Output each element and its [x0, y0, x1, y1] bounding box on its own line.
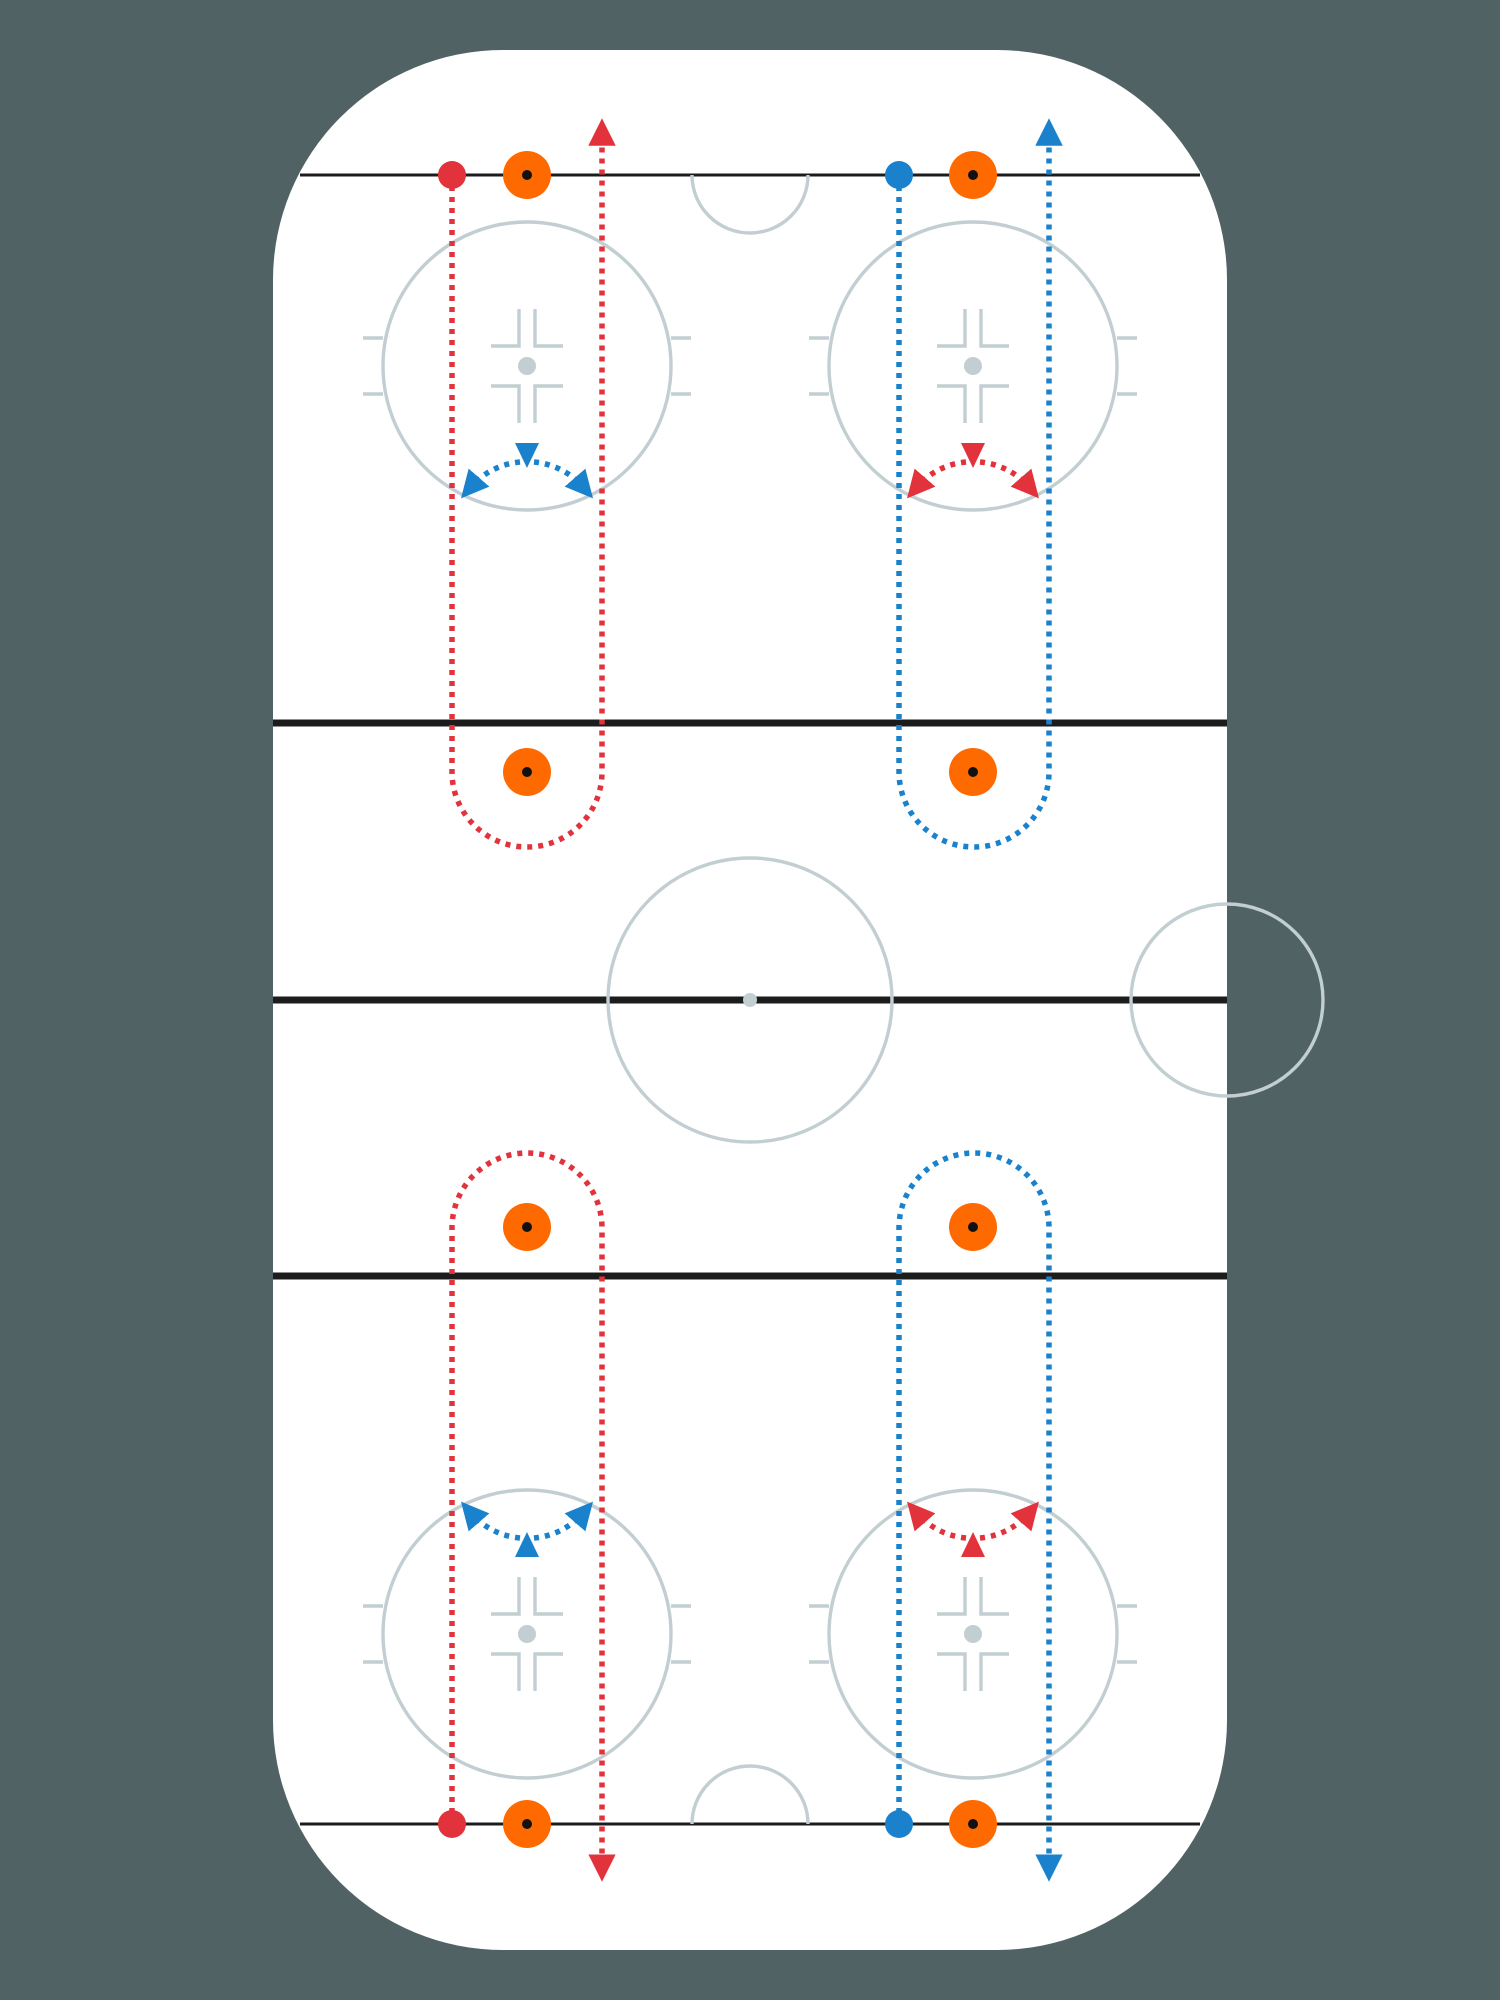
faceoff-circle-bottom-right — [809, 1488, 1137, 1780]
faceoff-dot — [964, 1625, 982, 1643]
faceoff-dot — [964, 357, 982, 375]
cone-icon — [949, 1203, 997, 1251]
referee-crease — [1129, 902, 1325, 1098]
cone-icon — [949, 748, 997, 796]
cone-icon — [949, 1800, 997, 1848]
faceoff-dot — [518, 1625, 536, 1643]
pass-options-top-left — [460, 443, 594, 499]
player-start-blue-top — [885, 161, 913, 189]
center-circle — [606, 856, 894, 1144]
cone-icon — [949, 151, 997, 199]
player-start-red-top — [438, 161, 466, 189]
pass-options-bottom-right — [906, 1501, 1040, 1557]
faceoff-circle-top-right — [809, 220, 1137, 512]
goal-crease-top — [690, 174, 810, 235]
cone-icon — [503, 1203, 551, 1251]
player-start-red-bottom — [438, 1810, 466, 1838]
pass-options-bottom-left — [460, 1501, 594, 1557]
player-start-blue-bottom — [885, 1810, 913, 1838]
pass-options-top-right — [906, 443, 1040, 499]
faceoff-dot — [518, 357, 536, 375]
cone-icon — [503, 151, 551, 199]
center-dot — [743, 993, 757, 1007]
faceoff-circle-top-left — [363, 220, 691, 512]
goal-crease-bottom — [690, 1764, 810, 1825]
cone-icon — [503, 1800, 551, 1848]
cone-icon — [503, 748, 551, 796]
faceoff-circle-bottom-left — [363, 1488, 691, 1780]
